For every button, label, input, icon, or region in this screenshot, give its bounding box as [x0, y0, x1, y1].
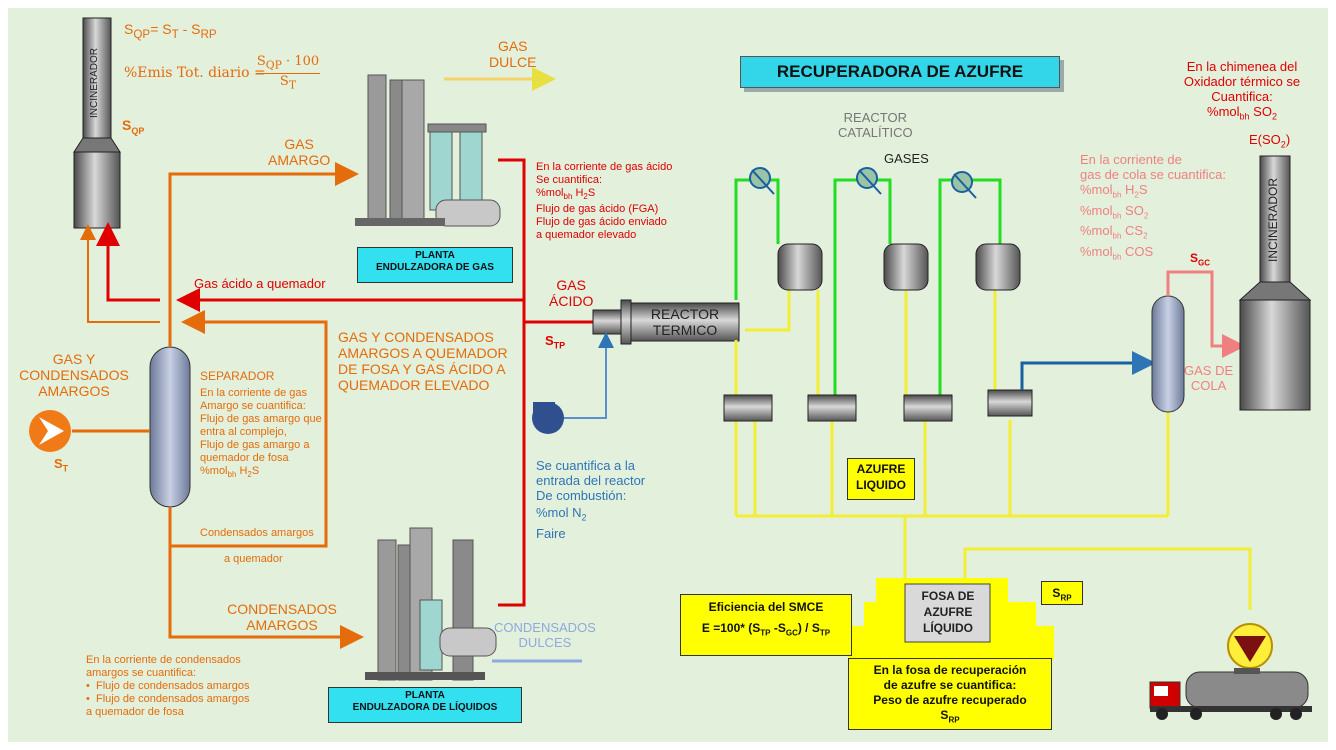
srp-box: SRP — [1041, 581, 1083, 605]
sulfur-condensers — [723, 389, 1033, 422]
emission-formula-label: %Emis Tot. diario = — [124, 65, 266, 81]
air-blower-icon — [532, 332, 614, 434]
catalytic-heaters — [749, 167, 977, 199]
fosa-note-box: En la fosa de recuperación de azufre se … — [848, 658, 1052, 730]
separador-title: SEPARADOR — [200, 369, 275, 383]
stp-label: STP — [545, 333, 566, 351]
gas-plant-equipment — [355, 74, 501, 227]
diagram-title: RECUPERADORA DE AZUFRE — [740, 56, 1060, 88]
incinerator-left-label: INCINERADOR — [89, 48, 100, 119]
catalytic-converters — [777, 243, 1021, 291]
inlet-pump-icon — [29, 410, 71, 452]
coalescer-vessel — [1151, 295, 1185, 413]
separador-note: En la corriente de gas Amargo se cuantif… — [200, 387, 322, 480]
pink-tail-line — [1166, 270, 1246, 358]
orange-sour-lines — [72, 162, 364, 649]
emission-formula-fraction: SQP · 100 ST — [256, 54, 320, 92]
condensados-note: En la corriente de condensados amargos s… — [86, 654, 250, 718]
a-quemador-label: a quemador — [224, 553, 283, 565]
tail-gas-line — [1020, 351, 1156, 390]
condensados-quemador-label: Condensados amargos — [200, 527, 314, 539]
background-panel — [8, 8, 1328, 742]
liquids-plant-equipment — [365, 527, 497, 681]
cola-note: En la corriente de gas de cola se cuanti… — [1080, 152, 1226, 262]
gas-acido-quemador-label: Gas ácido a quemador — [194, 276, 326, 291]
sgc-label: SGC — [1190, 251, 1211, 268]
acid-gas-note: En la corriente de gas ácido Se cuantifi… — [536, 161, 673, 242]
chimenea-note: En la chimenea del Oxidador térmico se C… — [1183, 59, 1301, 122]
gas-condensados-quemador-label: GAS Y CONDENSADOS AMARGOS A QUEMADOR DE … — [338, 329, 508, 393]
heater-1 — [749, 167, 775, 195]
combustion-note: Se cuantifica a la entrada del reactor D… — [536, 458, 646, 541]
separator-vessel — [149, 346, 191, 508]
eso2-label: E(SO2) — [1249, 132, 1291, 150]
heater-2 — [856, 167, 882, 195]
eficiencia-box: Eficiencia del SMCE E =100* (STP -SGC) /… — [680, 594, 852, 656]
gases-label: GASES — [884, 151, 929, 166]
incinerator-left — [73, 17, 121, 229]
red-acid-lines — [96, 158, 593, 607]
yellow-sulfur-lines — [734, 290, 1252, 610]
orange-vent-lines — [80, 224, 160, 323]
incinerator-right — [1238, 155, 1312, 411]
st-label: ST — [54, 456, 69, 474]
incinerator-right-label: INCINERADOR — [1266, 178, 1280, 263]
sqp-label: SQP — [122, 117, 145, 136]
heater-3 — [951, 171, 977, 199]
sqp-formula: SQP= ST - SRP — [124, 21, 217, 41]
sulfur-pit — [848, 578, 1054, 660]
tanker-truck-icon — [1149, 623, 1312, 720]
